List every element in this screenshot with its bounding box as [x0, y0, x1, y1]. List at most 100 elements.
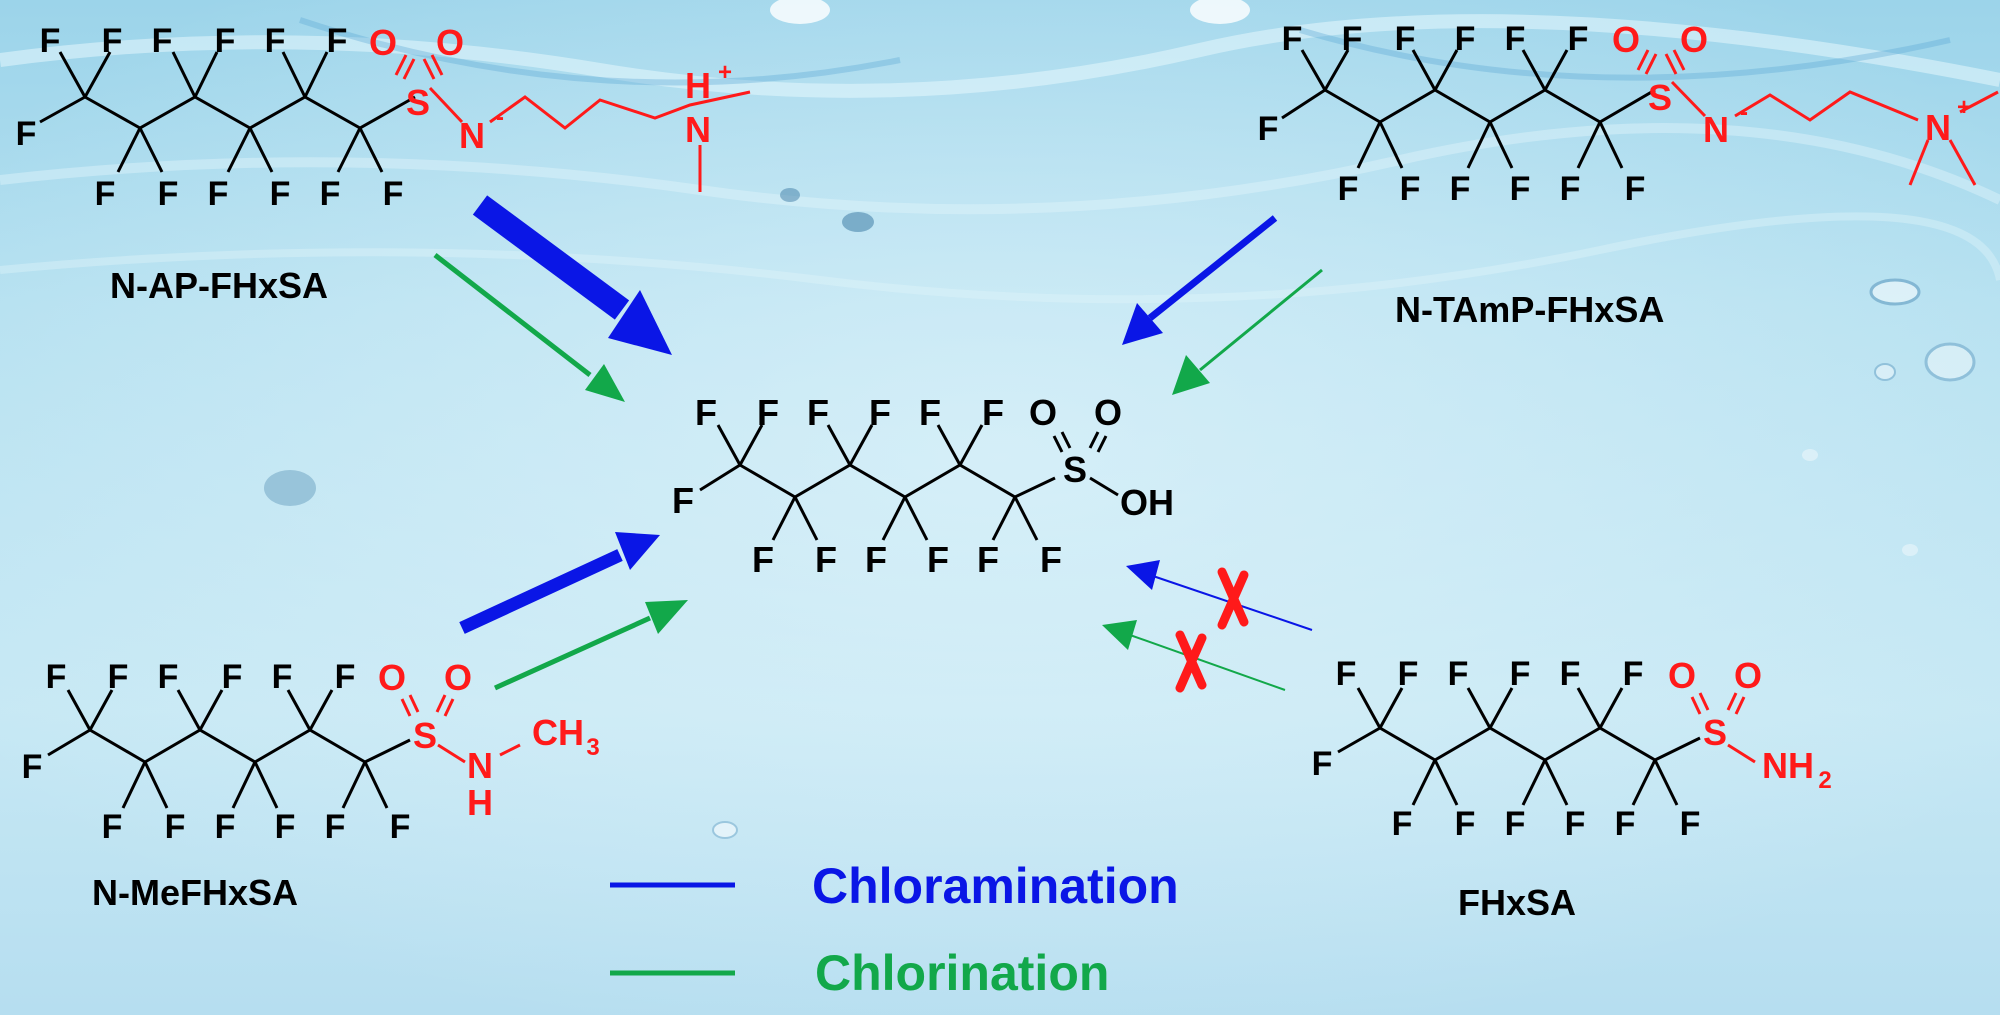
oxygen-atom: O — [1680, 19, 1708, 60]
nitrogen-atom: N — [467, 745, 493, 786]
fluorine-atom: F — [1282, 20, 1303, 58]
sulfur-atom: S — [406, 82, 430, 123]
amino-group: NH — [1762, 745, 1814, 786]
fluorine-atom: F — [807, 392, 829, 433]
arrow-chlorination-fhxsa-blocked — [1102, 620, 1286, 691]
methyl-group: CH — [532, 712, 584, 753]
arrow-chloramination-n-ap — [472, 195, 672, 355]
arrow-chloramination-n-mefhxsa — [459, 532, 660, 634]
fluorine-atom: F — [383, 175, 404, 213]
fluorine-atom: F — [1398, 655, 1419, 693]
fluorine-atom: F — [222, 658, 243, 696]
fluorine-atom: F — [1505, 805, 1526, 843]
heteroatoms: O O S N H CH 3 — [378, 657, 600, 823]
fluorine-atom: F — [1450, 170, 1471, 208]
fluorocarbon-chain-bonds — [39, 51, 416, 173]
fluorine-atom: F — [215, 22, 236, 60]
fluorine-atom: F — [22, 748, 43, 786]
fluorine-atom: F — [215, 808, 236, 846]
fluorine-atoms: F F F F F F F F F F F F F — [22, 658, 411, 846]
functional-group-bonds — [394, 54, 751, 192]
fluorine-atom: F — [1510, 170, 1531, 208]
nitrogen-atom: N — [1703, 109, 1729, 150]
fluorine-atom: F — [102, 22, 123, 60]
fluorine-atom: F — [695, 392, 717, 433]
fluorine-atom: F — [1338, 170, 1359, 208]
fluorine-atom: F — [270, 175, 291, 213]
fluorine-atom: F — [320, 175, 341, 213]
arrow-chlorination-n-mefhxsa — [493, 600, 688, 691]
fluorine-atom: F — [95, 175, 116, 213]
fluorine-atom: F — [919, 392, 941, 433]
negative-charge: - — [496, 104, 504, 131]
functional-group-bonds — [1690, 692, 1756, 764]
molecule-pfhxs-product: F F F F F F F F F F F F F O O S OH — [672, 392, 1174, 580]
heteroatoms: O O S N - N + — [1612, 19, 1971, 150]
fluorine-atom: F — [927, 539, 949, 580]
oxygen-atom: O — [369, 22, 397, 63]
molecule-n-ap-fhxsa: F F F F F F F F F F F F F O O S N - H — [16, 22, 751, 306]
fluorine-atom: F — [757, 392, 779, 433]
fluorine-atoms: F F F F F F F F F F F F F — [1312, 655, 1701, 843]
fluorine-atom: F — [152, 22, 173, 60]
fluorocarbon-chain-bonds — [1281, 49, 1656, 169]
sulfur-atom: S — [1648, 77, 1672, 118]
fluorine-atom: F — [46, 658, 67, 696]
fluorine-atom: F — [16, 115, 37, 153]
oxygen-atom: O — [1094, 392, 1122, 433]
fluorine-atom: F — [1448, 655, 1469, 693]
fluorocarbon-chain-bonds — [699, 424, 1119, 541]
fluorine-atom: F — [1615, 805, 1636, 843]
functional-group-bonds — [400, 694, 521, 764]
fluorine-atom: F — [1625, 170, 1646, 208]
fluorine-atom: F — [869, 392, 891, 433]
fluorine-atom: F — [108, 658, 129, 696]
fluorine-atom: F — [208, 175, 229, 213]
fluorine-atom: F — [1395, 20, 1416, 58]
molecule-n-tamp-fhxsa: F F F F F F F F F F F F F O O S N - N — [1258, 19, 1999, 330]
oxygen-atom: O — [444, 657, 472, 698]
amine-nitrogen-atom: N — [685, 109, 711, 150]
label-n-mefhxsa: N-MeFHxSA — [92, 872, 298, 913]
nitrogen-atom: N — [459, 115, 485, 156]
molecule-n-mefhxsa: F F F F F F F F F F F F F O O S N H CH — [22, 657, 600, 913]
arrow-chloramination-n-tamp — [1122, 215, 1278, 345]
fluorine-atom: F — [1565, 805, 1586, 843]
fluorine-atom: F — [982, 392, 1004, 433]
legend: Chloramination Chlorination — [610, 858, 1179, 1001]
legend-label-chlorination: Chlorination — [815, 945, 1109, 1001]
functional-group-bonds — [1636, 49, 1999, 186]
fluorocarbon-chain-bonds — [47, 689, 411, 809]
subscript: 2 — [1818, 767, 1831, 794]
fluorine-atom: F — [1400, 170, 1421, 208]
blocked-x-mark-chlorination — [1175, 630, 1207, 693]
fluorine-atom: F — [672, 480, 694, 521]
oxygen-atom: O — [1029, 392, 1057, 433]
fluorine-atom: F — [1040, 539, 1062, 580]
oxygen-atom: O — [1612, 19, 1640, 60]
oxygen-atom: O — [436, 22, 464, 63]
fluorine-atom: F — [1510, 655, 1531, 693]
hydrogen-atom: H — [685, 65, 711, 106]
label-fhxsa: FHxSA — [1458, 882, 1576, 923]
fluorine-atom: F — [977, 539, 999, 580]
fluorine-atoms: F F F F F F F F F F F F F — [16, 22, 404, 213]
fluorine-atom: F — [390, 808, 411, 846]
fluorine-atom: F — [752, 539, 774, 580]
fluorine-atom: F — [275, 808, 296, 846]
fluorine-atom: F — [1560, 170, 1581, 208]
positive-charge: + — [1957, 94, 1971, 121]
fluorine-atom: F — [1455, 20, 1476, 58]
label-n-tamp-fhxsa: N-TAmP-FHxSA — [1395, 289, 1664, 330]
negative-charge: - — [1740, 99, 1748, 126]
fluorine-atom: F — [335, 658, 356, 696]
sulfur-atom: S — [1703, 712, 1727, 753]
product-atoms: F F F F F F F F F F F F F O O S OH — [672, 392, 1174, 580]
fluorine-atom: F — [40, 22, 61, 60]
legend-label-chloramination: Chloramination — [812, 858, 1179, 914]
fluorine-atom: F — [1392, 805, 1413, 843]
fluorine-atom: F — [265, 22, 286, 60]
fluorine-atom: F — [325, 808, 346, 846]
fluorine-atom: F — [815, 539, 837, 580]
